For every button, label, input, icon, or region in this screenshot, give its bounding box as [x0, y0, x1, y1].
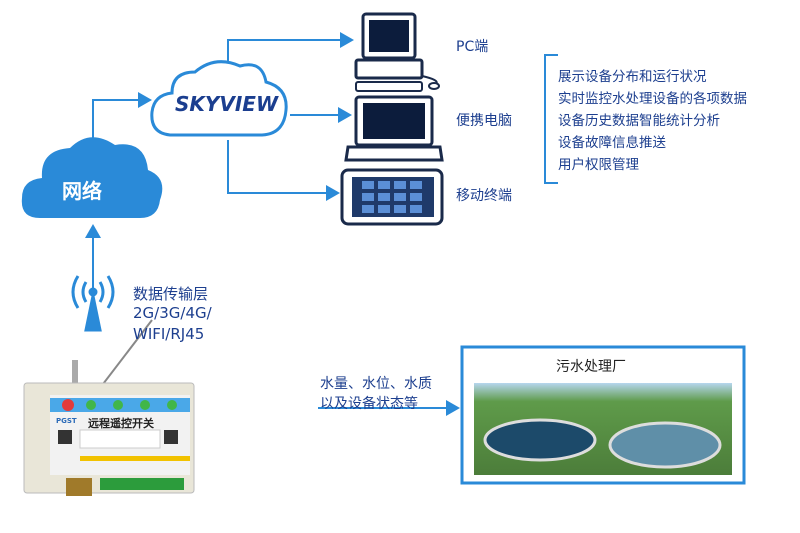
pc-icon — [354, 12, 440, 92]
plant-panel — [460, 345, 746, 485]
feature-item: 用户权限管理 — [558, 157, 639, 173]
wireless-tower-icon — [71, 275, 115, 332]
device-brand: PGST — [56, 417, 77, 425]
laptop-label: 便携电脑 — [456, 113, 512, 129]
remote-switch-device-image — [23, 319, 195, 496]
plant-title: 污水处理厂 — [556, 359, 626, 375]
mobile-label: 移动终端 — [456, 188, 512, 204]
plant-desc-line2: 以及设备状态等 — [320, 396, 418, 412]
feature-item: 设备历史数据智能统计分析 — [558, 113, 720, 129]
platform-cloud-icon — [150, 60, 288, 137]
network-label: 网络 — [62, 179, 102, 203]
transport-line1: 2G/3G/4G/ — [133, 304, 212, 322]
mobile-terminal-icon — [340, 168, 444, 226]
network-cloud-icon — [21, 137, 163, 218]
transport-line2: WIFI/RJ45 — [133, 325, 205, 343]
feature-item: 实时监控水处理设备的各项数据 — [558, 91, 747, 107]
device-title: 远程遥控开关 — [88, 417, 154, 430]
plant-desc-line1: 水量、水位、水质 — [320, 376, 432, 392]
skyview-logo: SKYVIEW — [175, 92, 279, 116]
feature-item: 展示设备分布和运行状况 — [558, 69, 707, 85]
transport-title: 数据传输层 — [133, 285, 209, 303]
pc-label: PC端 — [456, 39, 489, 55]
feature-item: 设备故障信息推送 — [558, 135, 666, 151]
laptop-icon — [344, 95, 444, 162]
